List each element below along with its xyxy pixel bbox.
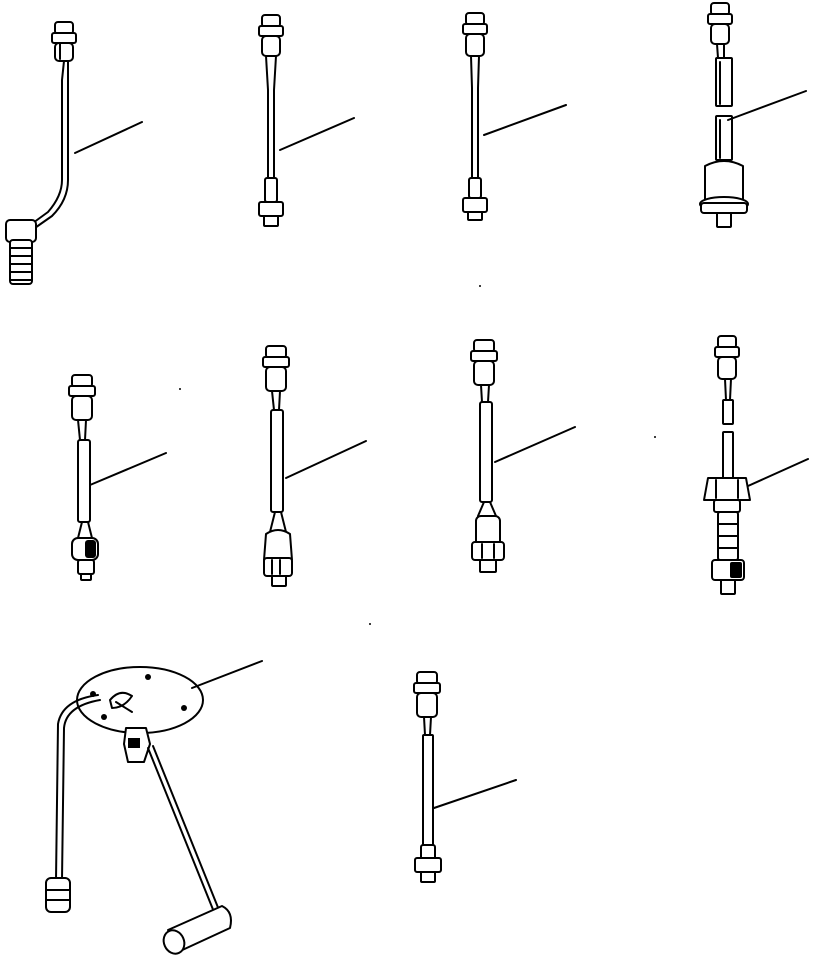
fuel-level-sender-with-float [45,660,263,955]
sensor-bent-lead-threaded-base [5,21,143,285]
connector-plug [413,671,441,718]
float [162,905,232,955]
sensor-cylinder-flange [699,2,807,228]
leader-line [494,426,576,463]
connector-plug [462,12,488,57]
leader-line [191,660,263,689]
leader-line [285,440,367,479]
sensor-large-body-1 [262,345,367,587]
sensor-large-body-2 [470,339,576,573]
sensor-small-nut-1 [258,14,355,227]
thread-lines [9,247,33,281]
leader-line [747,458,809,487]
leader-line [433,779,517,809]
sensor-long-threaded-body [703,335,809,595]
leader-line [74,121,143,154]
leader-line [279,117,355,151]
leader-line [727,90,807,121]
sensor-small-nut-3 [413,671,517,883]
connector-plug [258,14,284,57]
sensor-round-body [68,374,167,581]
leader-line [483,104,567,136]
connector-plug [262,345,290,392]
connector-plug [51,21,77,62]
connector-plug [707,2,733,45]
connector-plug [714,335,740,380]
connector-plug [470,339,498,386]
sensor-small-nut-2 [462,12,567,221]
connector-plug [68,374,96,421]
leader-line [89,452,167,486]
